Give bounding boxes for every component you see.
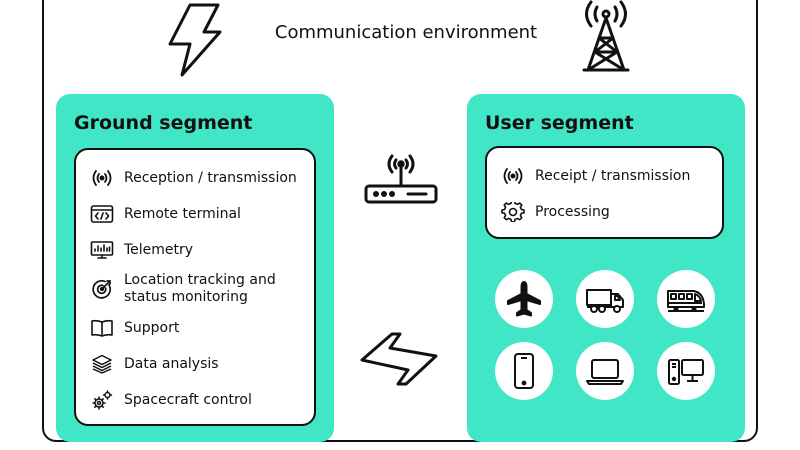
desktop-device	[657, 342, 715, 400]
lightning-icon	[160, 2, 226, 78]
train-device	[657, 270, 715, 328]
ground-item-data-analysis: Data analysis	[90, 354, 219, 374]
diagram-frame	[42, 0, 758, 442]
user-item-receipt: Receipt / transmission	[501, 166, 690, 186]
user-segment-title: User segment	[485, 112, 634, 134]
laptop-device	[576, 342, 634, 400]
ground-item-spacecraft-control: Spacecraft control	[90, 390, 252, 410]
user-item-label: Receipt / transmission	[535, 167, 691, 184]
user-item-processing: Processing	[501, 202, 610, 222]
user-segment: User segment Receipt / transmission Proc…	[467, 94, 745, 442]
laptop-icon	[586, 359, 624, 385]
airplane-device	[495, 270, 553, 328]
broadcast-icon	[90, 168, 114, 188]
truck-device	[576, 270, 634, 328]
ground-item-location-tracking: Location tracking and status monitoring	[90, 272, 276, 306]
ground-item-label: Spacecraft control	[124, 391, 252, 408]
signal-bolt-icon	[356, 330, 442, 388]
gears-icon	[90, 390, 114, 410]
smartphone-icon	[514, 353, 534, 389]
radio-tower-icon	[574, 0, 638, 76]
target-tracking-icon	[90, 279, 114, 299]
desktop-computer-icon	[668, 359, 704, 385]
layers-icon	[90, 354, 114, 374]
gear-icon	[501, 202, 525, 222]
ground-item-reception: Reception / transmission	[90, 168, 297, 188]
ground-segment: Ground segment Reception / transmission …	[56, 94, 334, 442]
ground-item-label: Support	[124, 319, 180, 336]
ground-item-label-line1: Location tracking and	[124, 272, 276, 288]
ground-item-label: Telemetry	[124, 241, 194, 258]
ground-item-label-multiline: Location tracking and status monitoring	[124, 272, 276, 306]
code-terminal-icon	[90, 204, 114, 224]
ground-item-label: Reception / transmission	[124, 169, 297, 186]
ground-item-label: Data analysis	[124, 355, 219, 372]
user-functions-card: Receipt / transmission Processing	[485, 146, 724, 239]
ground-functions-card: Reception / transmission Remote terminal…	[74, 148, 316, 426]
ground-segment-title: Ground segment	[74, 112, 253, 134]
ground-item-support: Support	[90, 318, 179, 338]
router-icon	[362, 150, 440, 208]
ground-item-telemetry: Telemetry	[90, 240, 193, 260]
train-icon	[667, 290, 705, 312]
ground-item-label-line2: status monitoring	[124, 289, 248, 305]
ground-item-remote-terminal: Remote terminal	[90, 204, 241, 224]
book-icon	[90, 318, 114, 338]
user-item-label: Processing	[535, 203, 610, 220]
airplane-icon	[507, 281, 541, 317]
broadcast-icon	[501, 166, 525, 186]
ground-item-label: Remote terminal	[124, 205, 241, 222]
telemetry-monitor-icon	[90, 240, 114, 260]
smartphone-device	[495, 342, 553, 400]
truck-icon	[586, 289, 624, 313]
environment-title: Communication environment	[274, 22, 538, 43]
